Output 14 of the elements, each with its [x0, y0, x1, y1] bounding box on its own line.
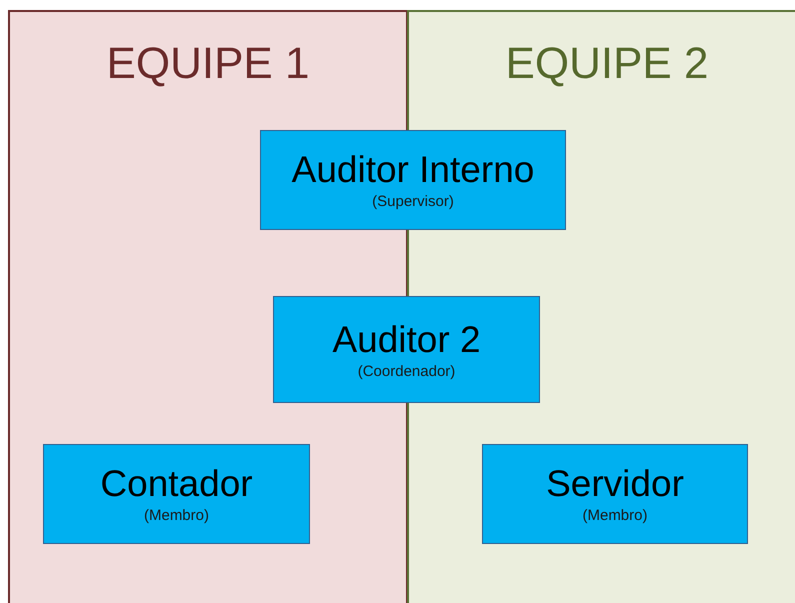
role-subtitle: (Supervisor): [372, 192, 454, 212]
role-box: [482, 444, 748, 544]
role-subtitle: (Membro): [582, 506, 648, 526]
role-title: Servidor: [546, 462, 684, 506]
role-box: [273, 296, 540, 403]
role-box: [43, 444, 310, 544]
role-title: Auditor 2: [332, 318, 481, 362]
team-heading: EQUIPE 1: [106, 38, 310, 90]
role-box: [260, 130, 566, 230]
role-subtitle: (Membro): [144, 506, 209, 526]
role-title: Contador: [100, 462, 253, 506]
role-subtitle: (Coordenador): [358, 362, 456, 382]
team-heading: EQUIPE 2: [506, 38, 708, 90]
role-title: Auditor Interno: [292, 148, 534, 192]
